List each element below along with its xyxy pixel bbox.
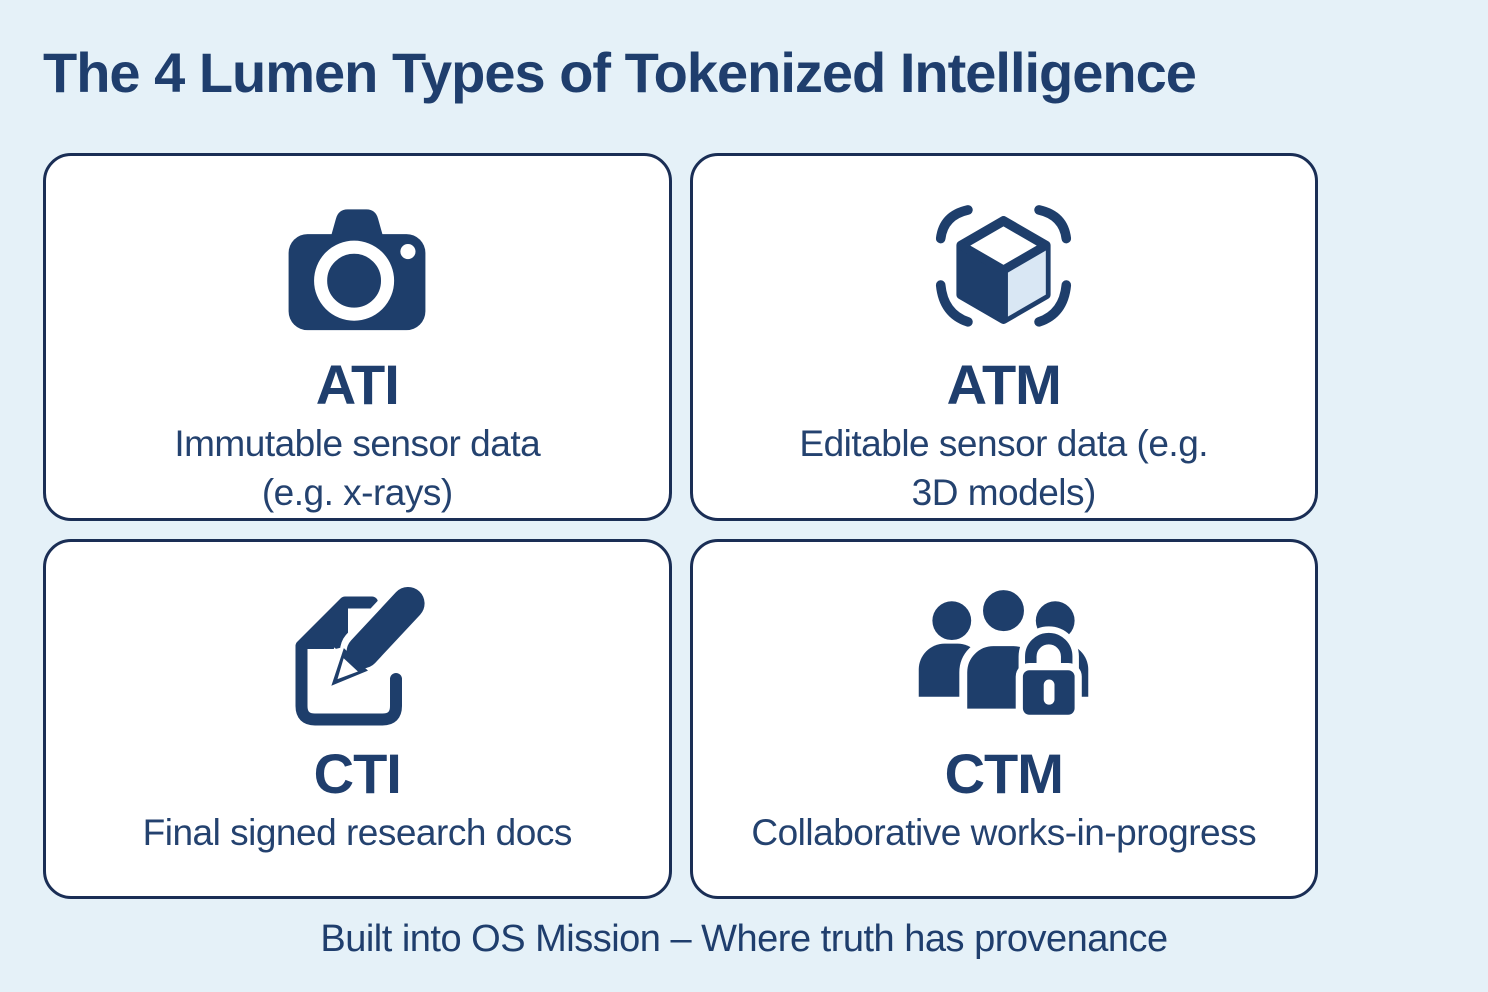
card-cti: CTI Final signed research docs (43, 539, 672, 899)
card-cti-description: Final signed research docs (142, 812, 573, 853)
card-ctm-description: Collaborative works-in-progress (751, 812, 1257, 853)
card-atm-description: Editable sensor data (e.g. 3D models) (799, 422, 1209, 514)
camera-icon (281, 196, 433, 345)
page-title: The 4 Lumen Types of Tokenized Intellige… (43, 41, 1197, 104)
card-ctm-acronym: CTM (944, 742, 1064, 805)
footer-tagline: Built into OS Mission – Where truth has … (320, 918, 1168, 960)
card-ati: ATI Immutable sensor data (e.g. x-rays) (43, 153, 672, 521)
3d-cube-scan-icon (927, 196, 1080, 345)
group-lock-icon (913, 582, 1094, 734)
card-atm-acronym: ATM (946, 352, 1062, 416)
card-cti-acronym: CTI (313, 742, 402, 805)
card-grid: ATI Immutable sensor data (e.g. x-rays) … (43, 153, 1318, 899)
document-edit-icon (282, 582, 432, 734)
card-ctm: CTM Collaborative works-in-progress (689, 539, 1318, 899)
card-atm: ATM Editable sensor data (e.g. 3D models… (689, 153, 1318, 521)
card-ati-description: Immutable sensor data (e.g. x-rays) (174, 422, 541, 514)
card-ati-acronym: ATI (315, 352, 400, 416)
